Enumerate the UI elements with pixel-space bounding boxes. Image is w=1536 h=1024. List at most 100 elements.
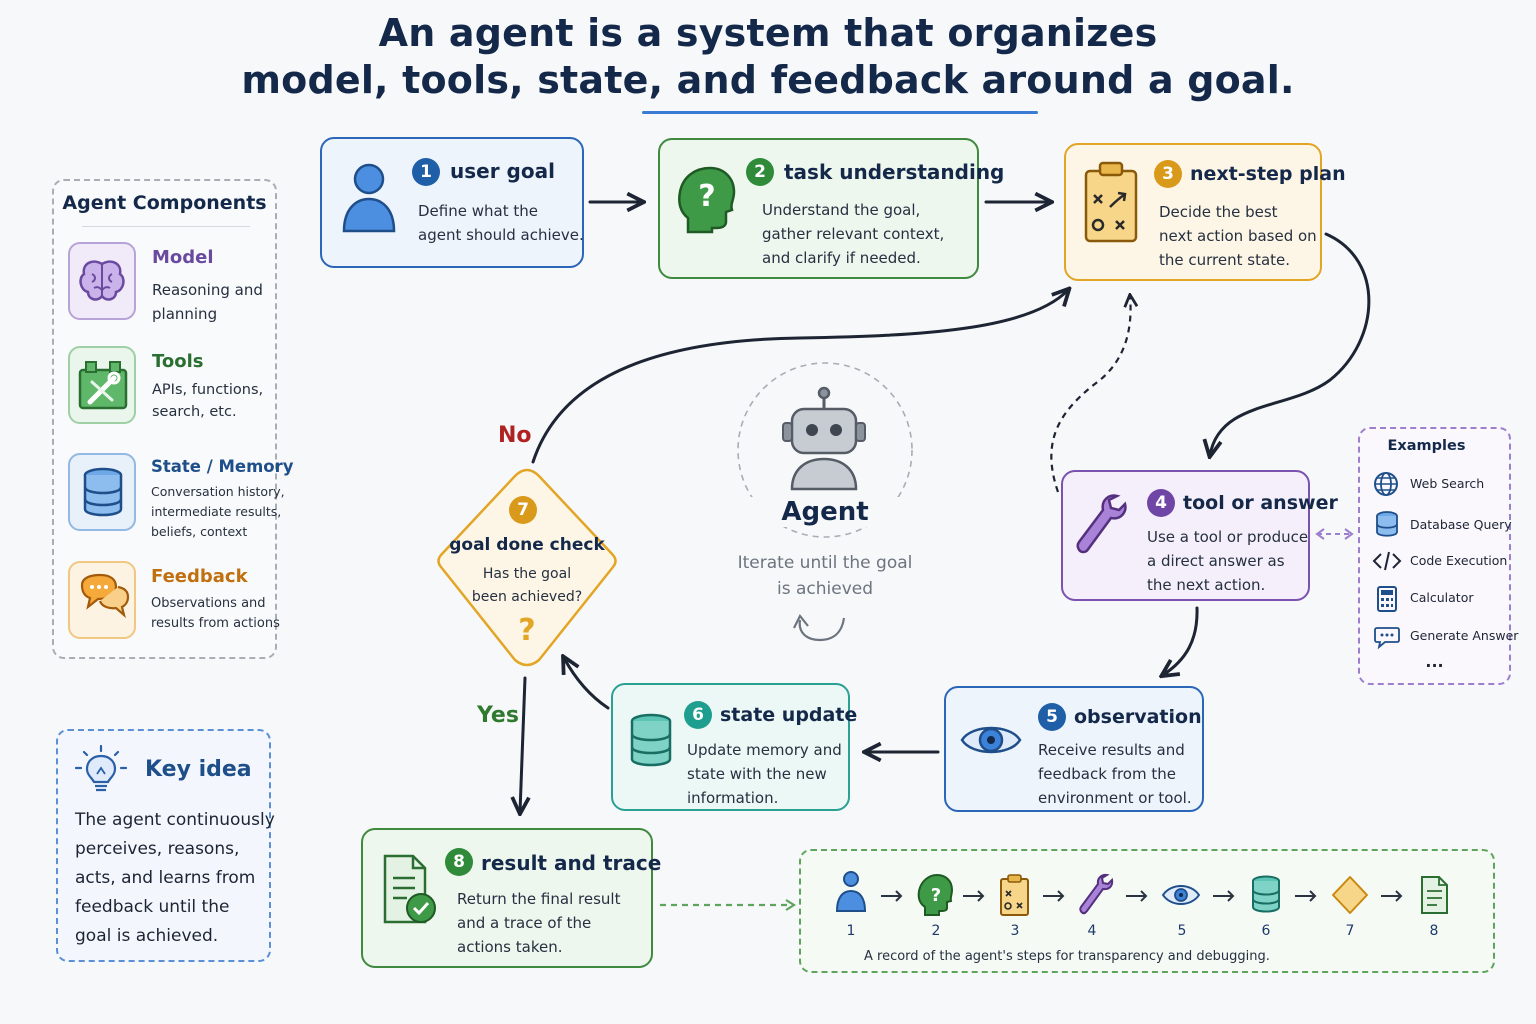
step-5-number: 5 <box>1038 703 1066 731</box>
step-8-result-and-trace: 8 result and trace Return the final resu… <box>361 828 661 968</box>
agent-label: Agent <box>735 497 915 527</box>
chat-bubbles-icon <box>80 573 130 619</box>
title-underline <box>642 111 1038 114</box>
key-idea-heading: Key idea <box>145 757 252 782</box>
step-7-title: goal done check <box>449 535 605 555</box>
trace-clipboard-icon <box>1000 874 1029 916</box>
lightbulb-icon <box>74 744 128 792</box>
document-check-icon <box>383 854 436 924</box>
example-database-query: Database Query <box>1410 517 1512 532</box>
component-state-name: State / Memory <box>151 457 294 476</box>
svg-text:?: ? <box>698 179 715 214</box>
examples-panel <box>1358 427 1511 685</box>
toolbox-icon <box>78 361 128 410</box>
example-web-search: Web Search <box>1410 476 1485 491</box>
trace-icons-row: ? <box>835 871 1448 916</box>
brain-icon <box>79 260 125 301</box>
examples-more: ... <box>1425 652 1444 671</box>
trace-num-7: 7 <box>1345 923 1355 939</box>
component-feedback-name: Feedback <box>151 566 248 587</box>
trace-num-4: 4 <box>1087 923 1097 939</box>
step-1-number: 1 <box>412 158 440 186</box>
step-7-diamond-shape <box>437 468 617 667</box>
examples-heading: Examples <box>1387 438 1466 454</box>
step-7-number: 7 <box>509 496 537 524</box>
state-icon-tile <box>68 453 136 531</box>
trace-num-8: 8 <box>1429 923 1439 939</box>
trace-caption: A record of the agent's steps for transp… <box>864 949 1270 964</box>
globe-icon <box>1374 472 1398 496</box>
component-state-desc: Conversation history,intermediate result… <box>151 484 285 539</box>
decision-yes-label: Yes <box>477 703 519 728</box>
trace-diamond-icon <box>1332 876 1368 914</box>
trace-panel <box>799 849 1495 973</box>
page-title: An agent is a system that organizes mode… <box>0 10 1536 104</box>
code-icon <box>1372 551 1402 571</box>
step-2-title: task understanding <box>784 160 1005 184</box>
eye-icon <box>960 726 1022 754</box>
step-6-title: state update <box>720 704 858 726</box>
components-heading-divider <box>82 226 250 227</box>
wrench-icon <box>1076 494 1127 554</box>
step-1-title: user goal <box>450 159 555 183</box>
step-3-title: next-step plan <box>1190 163 1346 185</box>
database-icon <box>83 467 123 517</box>
trace-document-icon <box>1421 876 1448 914</box>
title-line-2: model, tools, state, and feedback around… <box>241 58 1295 102</box>
trace-num-1: 1 <box>846 923 856 939</box>
step-2-number: 2 <box>746 158 774 186</box>
trace-eye-icon <box>1161 885 1201 905</box>
head-question-icon: ? <box>678 166 736 234</box>
step-5-title: observation <box>1074 706 1202 728</box>
trace-wrench-icon <box>1079 873 1114 915</box>
calculator-icon <box>1377 586 1397 612</box>
component-model-name: Model <box>152 247 214 268</box>
trace-num-3: 3 <box>1010 923 1020 939</box>
step-3-number: 3 <box>1154 160 1182 188</box>
svg-text:?: ? <box>931 885 941 906</box>
trace-user-icon <box>835 871 867 912</box>
step-6-number: 6 <box>684 701 712 729</box>
component-tools-desc: APIs, functions,search, etc. <box>152 382 264 420</box>
step-8-number: 8 <box>445 848 473 876</box>
database-icon <box>630 713 672 767</box>
trace-database-icon <box>1252 875 1280 913</box>
example-code-execution: Code Execution <box>1410 553 1508 568</box>
user-icon <box>342 163 396 233</box>
decision-no-label: No <box>498 423 532 448</box>
feedback-icon-tile <box>68 561 136 639</box>
model-icon-tile <box>68 242 136 320</box>
example-calculator: Calculator <box>1410 590 1474 605</box>
robot-icon <box>782 386 866 491</box>
step-2-desc: Understand the goal,gather relevant cont… <box>762 201 945 267</box>
trace-head-question-icon: ? <box>917 873 954 916</box>
question-mark-icon: ? <box>518 613 536 648</box>
component-tools-name: Tools <box>152 351 204 372</box>
trace-num-6: 6 <box>1261 923 1271 939</box>
trace-num-2: 2 <box>931 923 941 939</box>
chat-icon <box>1374 627 1400 650</box>
clipboard-plan-icon <box>1084 161 1138 243</box>
cycle-arrow-icon <box>793 613 846 642</box>
step-4-number: 4 <box>1147 489 1175 517</box>
step-2-task-understanding: ? 2 task understanding Understand the go… <box>658 138 1004 279</box>
example-generate-answer: Generate Answer <box>1410 628 1519 643</box>
tools-icon-tile <box>68 346 136 424</box>
